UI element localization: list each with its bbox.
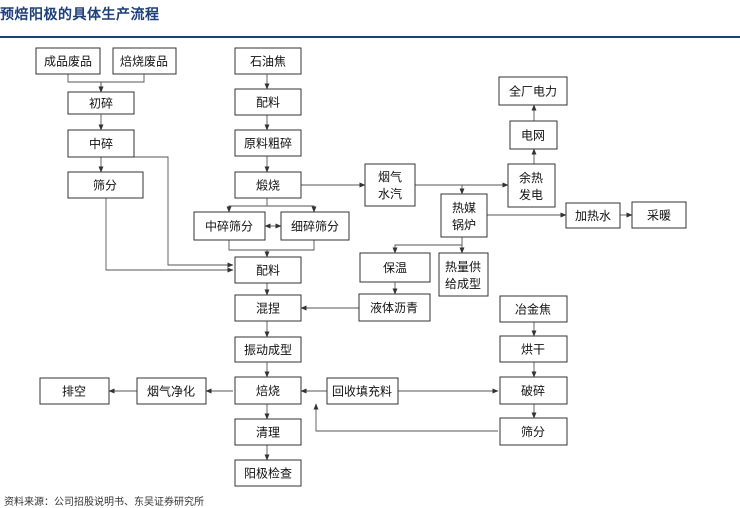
edge-screening-to-dosing xyxy=(105,198,234,273)
edge-calcined-waste-to-primary-crush xyxy=(98,74,145,93)
edge-mid-crush-to-dosing xyxy=(134,156,234,268)
node-mid-screen: 中碎筛分 xyxy=(193,211,266,241)
node-flue-purify: 烟气净化 xyxy=(136,377,207,405)
edge-calcining-to-fine-screen xyxy=(267,205,317,213)
svg-text:烟气: 烟气 xyxy=(378,169,402,184)
svg-text:热量供: 热量供 xyxy=(445,260,481,274)
node-met-coke: 冶金焦 xyxy=(499,295,568,323)
node-drying: 烘干 xyxy=(499,335,568,363)
node-kneading: 混捏 xyxy=(234,294,302,322)
node-waste-heat: 余热 发电 xyxy=(507,163,556,208)
svg-text:成品废品: 成品废品 xyxy=(44,54,92,69)
node-heated-water: 加热水 xyxy=(565,202,621,229)
node-flue-steam: 烟气 水汽 xyxy=(364,163,416,207)
svg-text:余热: 余热 xyxy=(519,170,543,185)
svg-text:筛分: 筛分 xyxy=(521,424,545,439)
svg-text:发电: 发电 xyxy=(519,187,543,202)
svg-text:阳极检查: 阳极检查 xyxy=(244,466,292,481)
edge-boiler-to-outputs xyxy=(392,237,463,254)
node-cleaning: 清理 xyxy=(234,418,302,446)
node-fine-screen: 细碎筛分 xyxy=(280,211,350,241)
svg-text:烘干: 烘干 xyxy=(521,343,545,357)
node-insulation: 保温 xyxy=(359,252,431,283)
node-grid: 电网 xyxy=(509,120,558,150)
svg-text:细碎筛分: 细碎筛分 xyxy=(291,219,339,234)
svg-text:冶金焦: 冶金焦 xyxy=(515,302,551,317)
svg-text:回收填充料: 回收填充料 xyxy=(332,384,392,399)
svg-text:排空: 排空 xyxy=(62,385,86,399)
svg-text:筛分: 筛分 xyxy=(93,178,117,193)
svg-text:清理: 清理 xyxy=(256,426,280,440)
svg-text:焙烧: 焙烧 xyxy=(256,383,280,398)
svg-text:烟气净化: 烟气净化 xyxy=(147,384,195,399)
svg-text:石油焦: 石油焦 xyxy=(250,55,286,69)
svg-text:煅烧: 煅烧 xyxy=(256,178,280,193)
node-liquid-pitch: 液体沥青 xyxy=(358,293,431,322)
title-divider xyxy=(0,36,740,38)
svg-text:电网: 电网 xyxy=(521,129,545,143)
node-plant-power: 全厂电力 xyxy=(498,76,568,106)
svg-text:原料粗碎: 原料粗碎 xyxy=(244,136,292,151)
svg-text:初碎: 初碎 xyxy=(89,96,113,111)
edge-screens-to-dosing xyxy=(228,240,315,251)
svg-text:液体沥青: 液体沥青 xyxy=(370,300,418,315)
svg-text:加热水: 加热水 xyxy=(575,209,611,223)
edge-screening-right-to-baking xyxy=(313,403,498,432)
node-finished-waste: 成品废品 xyxy=(35,47,101,75)
edge-calcining-to-screens xyxy=(226,198,268,213)
svg-text:热媒: 热媒 xyxy=(452,201,476,215)
svg-text:保温: 保温 xyxy=(383,261,407,275)
node-dosing-top: 配料 xyxy=(234,88,302,116)
svg-text:混捏: 混捏 xyxy=(256,301,280,316)
svg-text:配料: 配料 xyxy=(256,264,280,278)
node-raw-coarse-crush: 原料粗碎 xyxy=(234,129,302,157)
page-title: 预焙阳极的具体生产流程 xyxy=(0,7,160,23)
svg-text:水汽: 水汽 xyxy=(378,186,402,201)
node-dosing: 配料 xyxy=(234,256,302,284)
svg-text:中碎筛分: 中碎筛分 xyxy=(205,219,253,234)
node-heat-supply: 热量供 给成型 xyxy=(438,252,489,297)
node-vibro-forming: 振动成型 xyxy=(234,336,302,363)
svg-text:破碎: 破碎 xyxy=(521,383,545,398)
node-anode-inspect: 阳极检查 xyxy=(234,459,302,487)
svg-text:全厂电力: 全厂电力 xyxy=(509,84,557,99)
svg-text:锅炉: 锅炉 xyxy=(452,217,476,232)
node-baking: 焙烧 xyxy=(234,376,302,405)
svg-text:振动成型: 振动成型 xyxy=(244,343,292,357)
node-calcined-waste: 焙烧废品 xyxy=(112,47,177,75)
flow-nodes: 成品废品 焙烧废品 石油焦 初碎 配料 中碎 原料粗碎 筛分 煅烧 中碎筛分 细… xyxy=(35,47,687,487)
node-pet-coke: 石油焦 xyxy=(234,47,302,75)
node-breaking: 破碎 xyxy=(499,376,568,405)
svg-text:配料: 配料 xyxy=(256,96,280,110)
node-screening-right: 筛分 xyxy=(499,417,568,446)
svg-text:给成型: 给成型 xyxy=(445,277,481,291)
svg-text:中碎: 中碎 xyxy=(89,136,113,151)
flow-edges xyxy=(67,74,633,461)
node-screening-left: 筛分 xyxy=(67,171,144,199)
svg-text:焙烧废品: 焙烧废品 xyxy=(120,54,168,69)
node-mid-crush: 中碎 xyxy=(67,129,135,158)
svg-text:采暖: 采暖 xyxy=(647,209,671,223)
node-boiler: 热媒 锅炉 xyxy=(440,193,488,238)
node-exhaust: 排空 xyxy=(39,377,110,405)
node-heating: 采暖 xyxy=(631,201,687,229)
node-calcining: 煅烧 xyxy=(234,171,302,199)
edge-finished-waste-to-primary-crush xyxy=(67,74,104,93)
node-primary-crush: 初碎 xyxy=(67,91,135,115)
node-recycle-fill: 回收填充料 xyxy=(326,377,399,405)
